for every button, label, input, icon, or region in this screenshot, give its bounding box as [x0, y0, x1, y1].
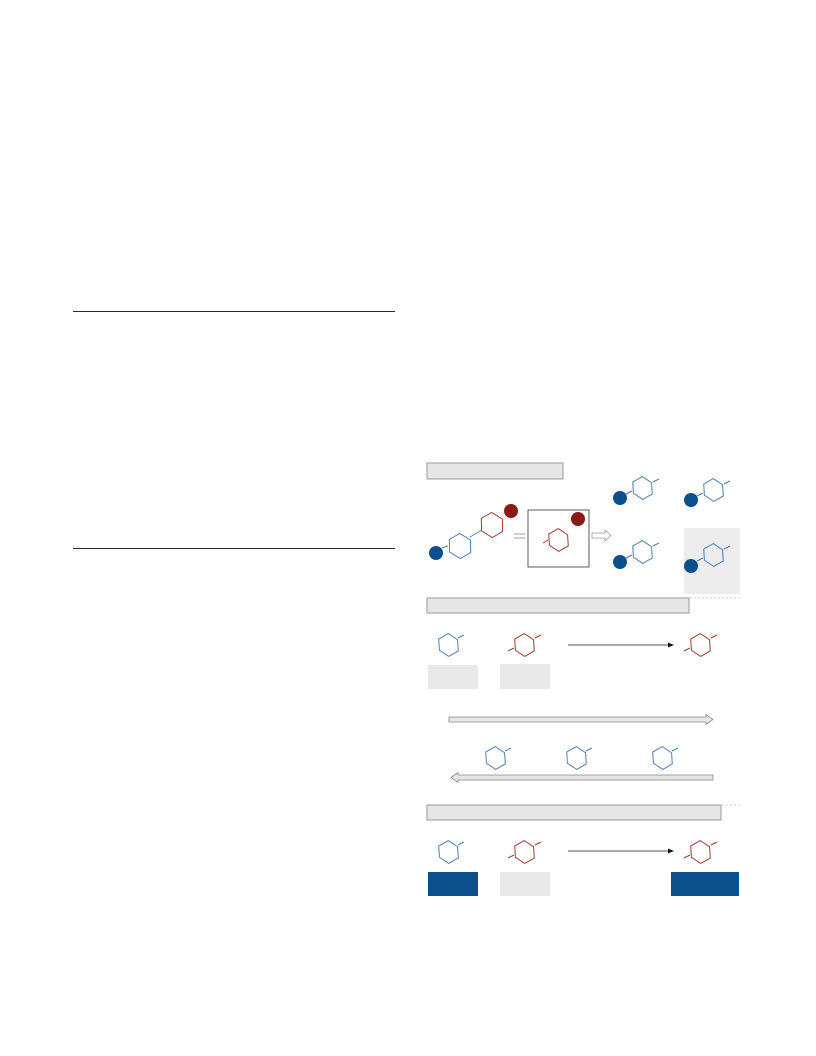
product-3 — [613, 540, 660, 569]
hollow-arrow-icon — [448, 713, 714, 726]
hollow-arrow-icon — [450, 771, 714, 784]
metal-circle-icon — [684, 559, 698, 573]
toluene-icon — [683, 633, 718, 657]
benzene-ring-icon — [480, 511, 504, 539]
toluene-icon — [507, 840, 542, 864]
benzene-ring-icon — [690, 840, 711, 864]
hollow-arrow-icon — [591, 529, 612, 542]
product-2 — [684, 478, 731, 507]
toluene-icon — [683, 840, 718, 864]
toluene-icon — [485, 746, 512, 770]
benzene-ring-icon — [448, 532, 472, 560]
panel-b — [426, 597, 740, 806]
bond-line — [441, 545, 449, 549]
reaction-arrow-icon — [568, 642, 674, 648]
panel-c — [426, 804, 739, 896]
label-box — [500, 872, 550, 896]
label-box — [500, 664, 550, 689]
benzene-ring-icon — [548, 528, 569, 552]
metal-circle-icon — [613, 491, 627, 505]
toluene-icon — [438, 840, 465, 864]
benzene-ring-icon — [566, 746, 587, 770]
product-1 — [613, 476, 660, 505]
metal-circle-icon — [571, 512, 585, 526]
benzene-ring-icon — [438, 840, 459, 864]
panel-a-header — [426, 462, 564, 480]
benzene-ring-icon — [652, 746, 673, 770]
panel-c-header — [426, 804, 722, 821]
bottom-rule — [73, 548, 395, 549]
benzene-ring-icon — [690, 633, 711, 657]
product-4 — [684, 543, 731, 573]
benzene-ring-icon — [632, 540, 653, 564]
toluene-icon — [507, 633, 542, 657]
metal-circle-icon — [504, 504, 518, 518]
benzene-ring-icon — [703, 543, 724, 567]
top-rule — [73, 311, 395, 312]
navy-label-box — [428, 872, 478, 896]
toluene-icon — [566, 746, 593, 770]
equilibrium-arrow-icon — [514, 533, 525, 539]
metal-circle-icon — [613, 555, 627, 569]
label-box — [428, 665, 478, 689]
biphenyl-icon — [429, 504, 518, 560]
metal-circle-icon — [684, 493, 698, 507]
bond-line — [469, 529, 483, 538]
panel-b-header — [426, 597, 690, 614]
reaction-arrow-icon — [568, 848, 674, 854]
benzene-ring-icon — [438, 633, 459, 657]
navy-label-box — [671, 872, 739, 896]
benzene-ring-icon — [514, 633, 535, 657]
benzene-ring-icon — [632, 476, 653, 500]
panel-a — [426, 462, 740, 599]
toluene-icon — [438, 633, 465, 657]
benzene-ring-icon — [703, 478, 724, 502]
benzene-ring-icon — [514, 840, 535, 864]
toluene-icon — [542, 512, 585, 552]
benzene-ring-icon — [485, 746, 506, 770]
metal-circle-icon — [429, 546, 443, 560]
toluene-icon — [652, 746, 679, 770]
